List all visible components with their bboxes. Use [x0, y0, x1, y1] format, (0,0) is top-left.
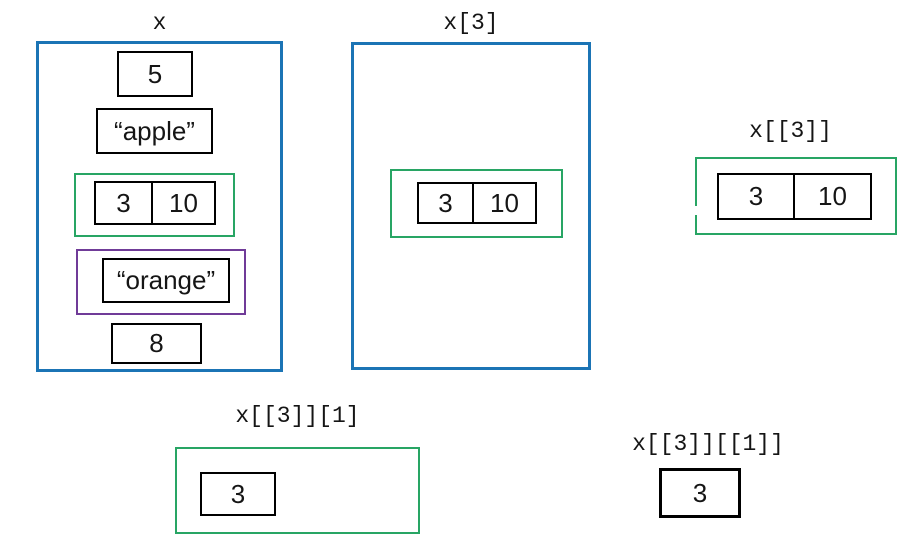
extracted-vector-highlight: [695, 157, 897, 235]
element-box-apple: “apple”: [96, 108, 213, 154]
element-box-3: 3: [659, 468, 741, 518]
list-element-3-highlight: [74, 173, 235, 237]
element-value: 3: [230, 478, 246, 509]
green-border-gap-artifact: [694, 206, 698, 215]
element-box-orange: “orange”: [102, 258, 230, 303]
label-x-bracket-3: x[3]: [443, 10, 499, 36]
element-value: 5: [147, 58, 163, 89]
label-x-double-bracket-3-single-1: x[[3]][1]: [235, 403, 360, 429]
label-x-double-bracket-3: x[[3]]: [749, 118, 832, 144]
sublist-x3-container: [351, 42, 591, 370]
label-x-double-bracket-3-double-1: x[[3]][[1]]: [632, 431, 784, 457]
list-x-container: [36, 41, 283, 372]
element-value: 3: [692, 477, 708, 508]
vector-cell: 10: [153, 181, 216, 225]
label-x: x: [152, 10, 167, 36]
element-value: 8: [149, 328, 164, 358]
vector-cell: 10: [795, 173, 872, 220]
list-element-4-highlight: [76, 249, 246, 315]
sublist-element-highlight: [390, 169, 563, 238]
vector-box-pair: 3 10: [94, 181, 216, 225]
vector-cell: 3: [717, 173, 795, 220]
element-box-5: 5: [117, 51, 193, 97]
element-value: “orange”: [116, 265, 216, 295]
element-value: “apple”: [114, 115, 195, 146]
vector-cell: 3: [417, 182, 474, 224]
vector-box-pair: 3 10: [417, 182, 537, 224]
subset-vector-highlight: [175, 447, 420, 534]
element-box-3: 3: [200, 472, 276, 516]
vector-cell: 3: [94, 181, 153, 225]
element-box-8: 8: [111, 323, 202, 364]
vector-box-pair: 3 10: [717, 173, 872, 220]
vector-cell: 10: [474, 182, 537, 224]
